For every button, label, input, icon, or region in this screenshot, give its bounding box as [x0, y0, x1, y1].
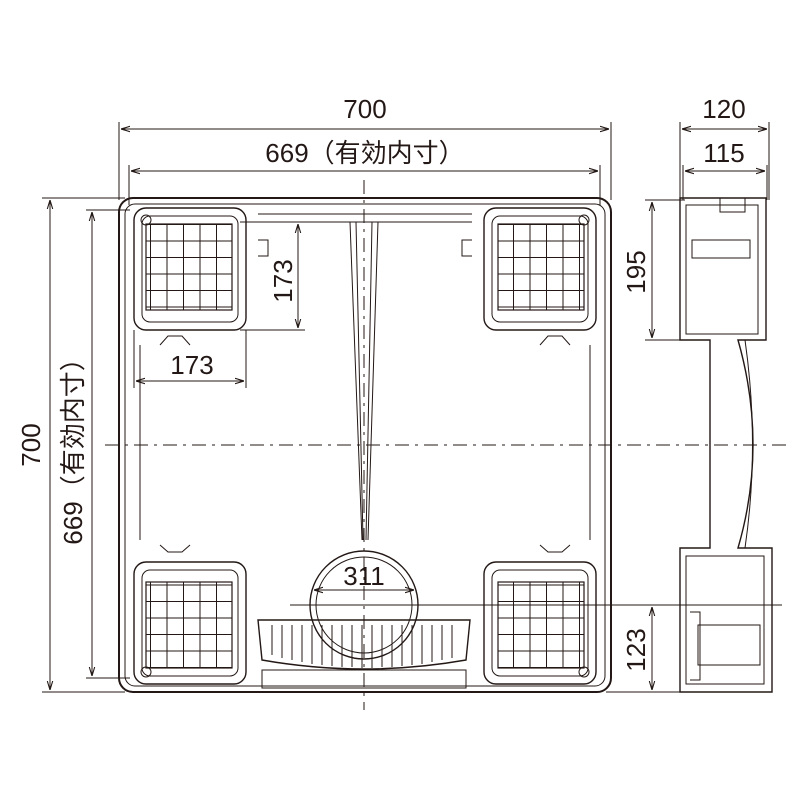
side-inner-dimension: 115 — [682, 138, 768, 200]
drain-grate — [271, 625, 453, 668]
left-outer-label: 700 — [16, 423, 46, 466]
top-outer-dimension: 700 — [118, 94, 612, 200]
corner-pad-top-right — [483, 207, 597, 331]
side-top-height-dimension: 195 — [621, 199, 685, 341]
pad-height-label: 173 — [268, 259, 298, 302]
drain-offset-dimension: 123 — [290, 604, 782, 693]
top-inner-dimension: 669（有効内寸） — [128, 138, 601, 205]
left-inner-label: 669（有効内寸） — [58, 345, 88, 544]
top-inner-label: 669（有効内寸） — [265, 138, 464, 168]
drain-diameter-label: 311 — [343, 561, 384, 591]
side-top-height-label: 195 — [621, 250, 651, 293]
pad-height-dimension: 173 — [240, 221, 305, 331]
corner-pad-bottom-left — [133, 561, 247, 685]
top-outer-label: 700 — [343, 94, 386, 124]
center-lines — [105, 180, 790, 710]
drain-diameter-dimension: 311 — [314, 561, 414, 591]
corner-pad-top-left — [133, 207, 247, 331]
drain-offset-label: 123 — [621, 628, 651, 671]
corner-pad-bottom-right — [483, 561, 597, 685]
pad-width-label: 173 — [170, 350, 213, 380]
side-inner-label: 115 — [703, 138, 744, 168]
left-outer-dimension: 700 — [16, 197, 125, 693]
left-inner-dimension: 669（有効内寸） — [58, 209, 130, 679]
side-outer-dimension: 120 — [679, 94, 770, 200]
pad-width-dimension: 173 — [133, 330, 247, 388]
side-outer-label: 120 — [702, 94, 745, 124]
side-view — [679, 197, 773, 693]
